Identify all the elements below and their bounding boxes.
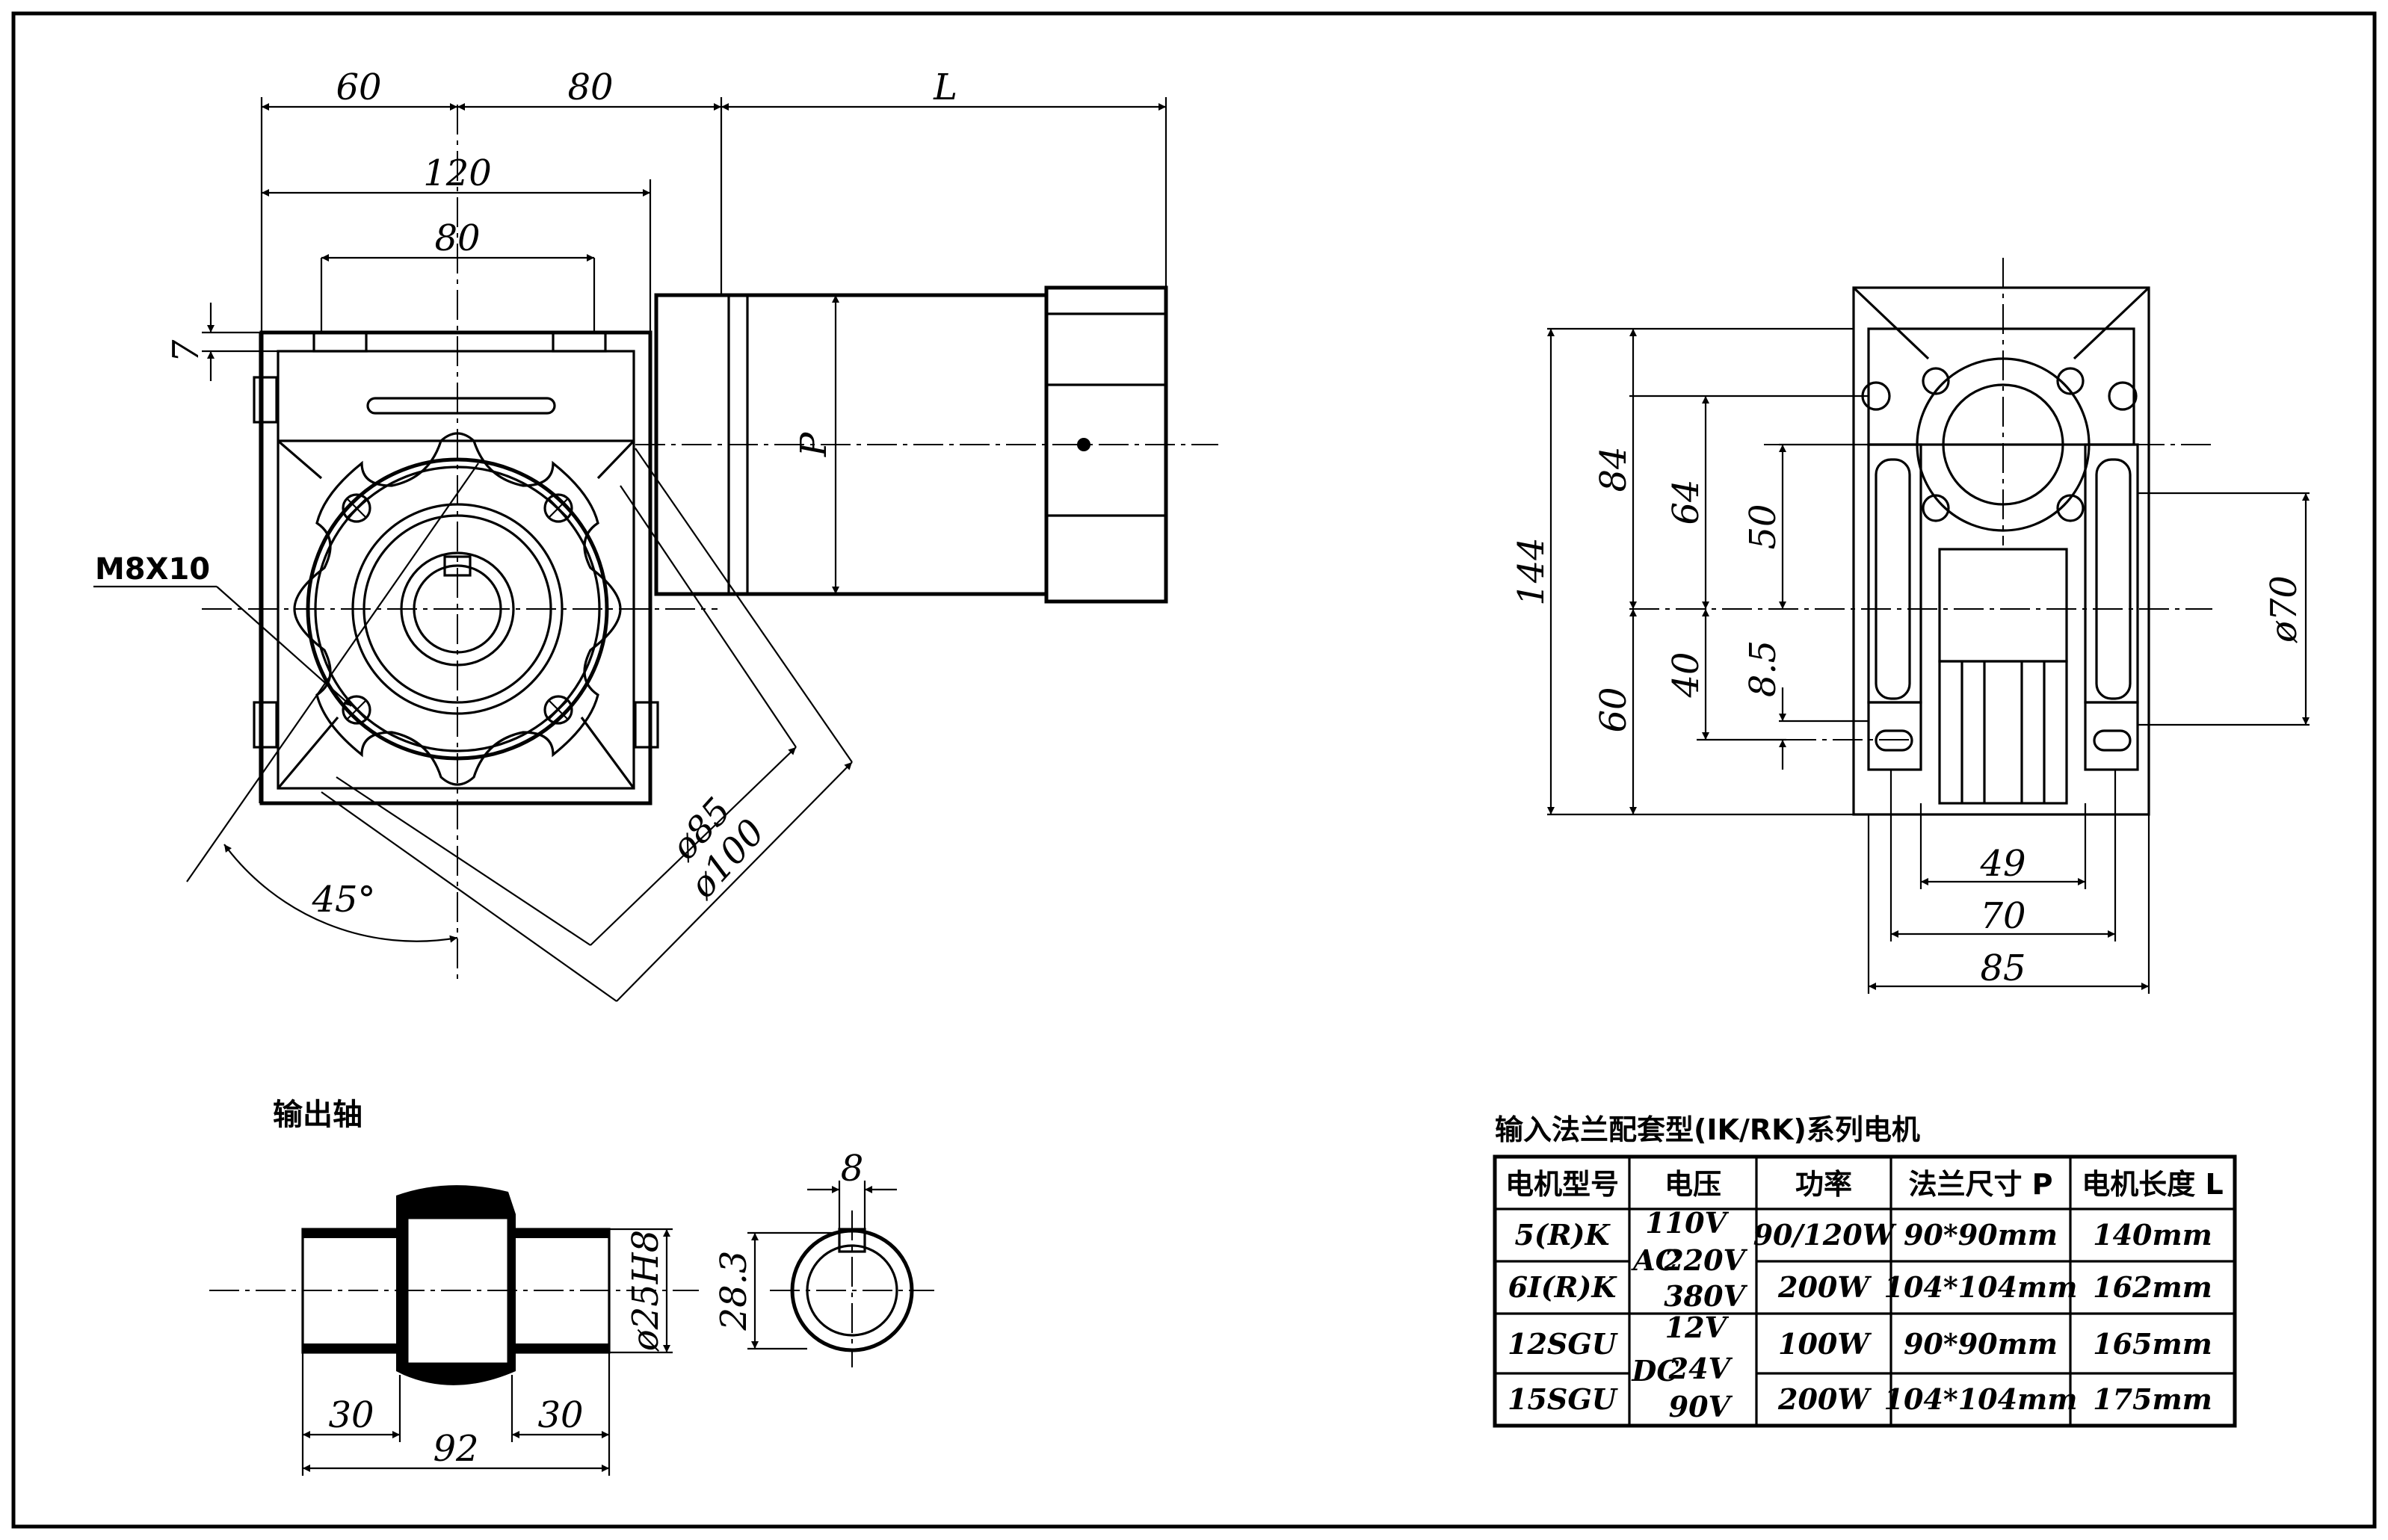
dim-shaft-left: 30 bbox=[328, 1394, 374, 1436]
output-shaft-view: 输出轴 30 92 30 ø25H8 8 bbox=[209, 1098, 934, 1476]
side-view: 144 84 60 64 40 50 8.5 ø70 49 70 85 bbox=[1511, 258, 2310, 994]
cell-length: 162mm bbox=[2093, 1270, 2212, 1304]
dim-49: 49 bbox=[1979, 843, 2026, 885]
dim-50: 50 bbox=[1742, 504, 1784, 549]
cell-flange: 90*90mm bbox=[1904, 1218, 2058, 1252]
dim-L: L bbox=[933, 67, 957, 108]
header-voltage: 电压 bbox=[1664, 1168, 1721, 1201]
header-power: 功率 bbox=[1795, 1168, 1852, 1201]
dim-key-width: 8 bbox=[841, 1148, 864, 1190]
dim-60: 60 bbox=[336, 67, 381, 108]
dim-key-height: 28.3 bbox=[713, 1251, 755, 1332]
cell-model: 12SGU bbox=[1508, 1327, 1619, 1361]
cell-length: 140mm bbox=[2093, 1218, 2212, 1252]
dim-120: 120 bbox=[423, 152, 492, 194]
cell-voltage-prefix: AC bbox=[1631, 1243, 1678, 1277]
cell-voltage-prefix: DC bbox=[1631, 1354, 1679, 1388]
cell-voltage: 90V bbox=[1669, 1390, 1733, 1423]
dim-60-side: 60 bbox=[1593, 687, 1635, 732]
cell-flange: 90*90mm bbox=[1904, 1327, 2058, 1361]
dim-80: 80 bbox=[567, 67, 613, 108]
cell-length: 165mm bbox=[2093, 1327, 2212, 1361]
cell-voltage: 12V bbox=[1665, 1311, 1730, 1344]
output-shaft-label: 输出轴 bbox=[273, 1098, 362, 1132]
dim-80-bolt: 80 bbox=[434, 217, 480, 259]
front-view: 60 80 L 120 80 7 P M8X10 ø85 ø100 bbox=[93, 67, 1218, 1002]
cell-voltage: 110V bbox=[1645, 1206, 1729, 1240]
motor-table: 输入法兰配套型(IK/RK)系列电机 电机型号 电压 功率 法兰尺寸 P 电机长… bbox=[1493, 1113, 2237, 1428]
header-model: 电机型号 bbox=[1505, 1168, 1619, 1201]
cell-flange: 104*104mm bbox=[1884, 1382, 2078, 1416]
cell-power: 200W bbox=[1777, 1270, 1872, 1304]
dim-7: 7 bbox=[165, 339, 207, 362]
cell-flange: 104*104mm bbox=[1884, 1270, 2078, 1304]
table-title: 输入法兰配套型(IK/RK)系列电机 bbox=[1495, 1113, 1920, 1146]
header-flange: 法兰尺寸 P bbox=[1908, 1168, 2052, 1201]
cell-power: 90/120W bbox=[1753, 1218, 1897, 1252]
cell-power: 100W bbox=[1778, 1327, 1872, 1361]
cell-model: 6I(R)K bbox=[1508, 1270, 1618, 1304]
header-length: 电机长度 L bbox=[2082, 1168, 2223, 1201]
dim-8-5: 8.5 bbox=[1742, 640, 1784, 697]
cell-model: 15SGU bbox=[1508, 1382, 1619, 1416]
drawing-border bbox=[11, 11, 2377, 1529]
thread-callout: M8X10 bbox=[95, 552, 210, 587]
cell-voltage: 220V bbox=[1663, 1243, 1747, 1277]
dim-40: 40 bbox=[1665, 652, 1707, 698]
cell-voltage: 380V bbox=[1664, 1279, 1747, 1313]
dim-70: 70 bbox=[1980, 895, 2026, 937]
dim-64: 64 bbox=[1665, 479, 1707, 525]
dim-shaft-dia: ø25H8 bbox=[625, 1230, 667, 1352]
cell-model: 5(R)K bbox=[1514, 1218, 1611, 1252]
dim-85: 85 bbox=[1980, 947, 2026, 989]
dim-dia-70: ø70 bbox=[2263, 575, 2305, 643]
dim-shaft-total: 92 bbox=[433, 1428, 478, 1470]
cell-voltage: 24V bbox=[1668, 1352, 1733, 1385]
dim-P: P bbox=[793, 432, 835, 457]
cell-length: 175mm bbox=[2093, 1382, 2212, 1416]
dim-shaft-right: 30 bbox=[537, 1394, 583, 1436]
cell-power: 200W bbox=[1777, 1382, 1872, 1416]
dim-angle-45: 45° bbox=[311, 879, 375, 921]
dim-144: 144 bbox=[1511, 537, 1552, 606]
dim-84: 84 bbox=[1593, 446, 1635, 492]
